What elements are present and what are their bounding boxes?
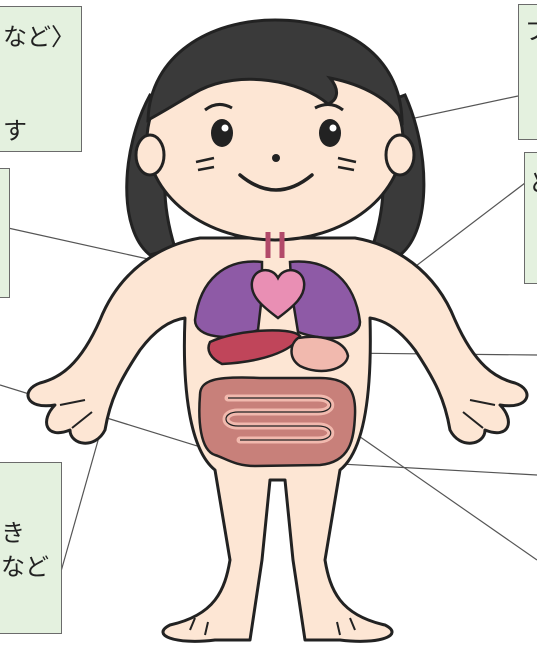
eye-right [319,119,341,147]
label-top-right-char: ブ [525,19,537,43]
ear-right [386,135,414,175]
label-mid-right-char: ど [529,171,537,195]
label-top-left-line2: す [3,119,27,143]
label-box-bottom-left: き など [0,462,62,634]
label-bottom-left-line2: など [1,555,49,579]
intestine-large [199,378,355,466]
ear-left [136,135,164,175]
eye-left [211,119,233,147]
label-top-left-line1: など〉 [3,25,75,49]
label-box-mid-left [0,168,10,298]
label-bottom-left-line1: き [1,521,25,545]
label-box-mid-right: ど [524,152,537,284]
nose [272,154,280,162]
label-box-top-right: ブ [518,4,537,140]
label-box-top-left: など〉 す [0,6,82,152]
